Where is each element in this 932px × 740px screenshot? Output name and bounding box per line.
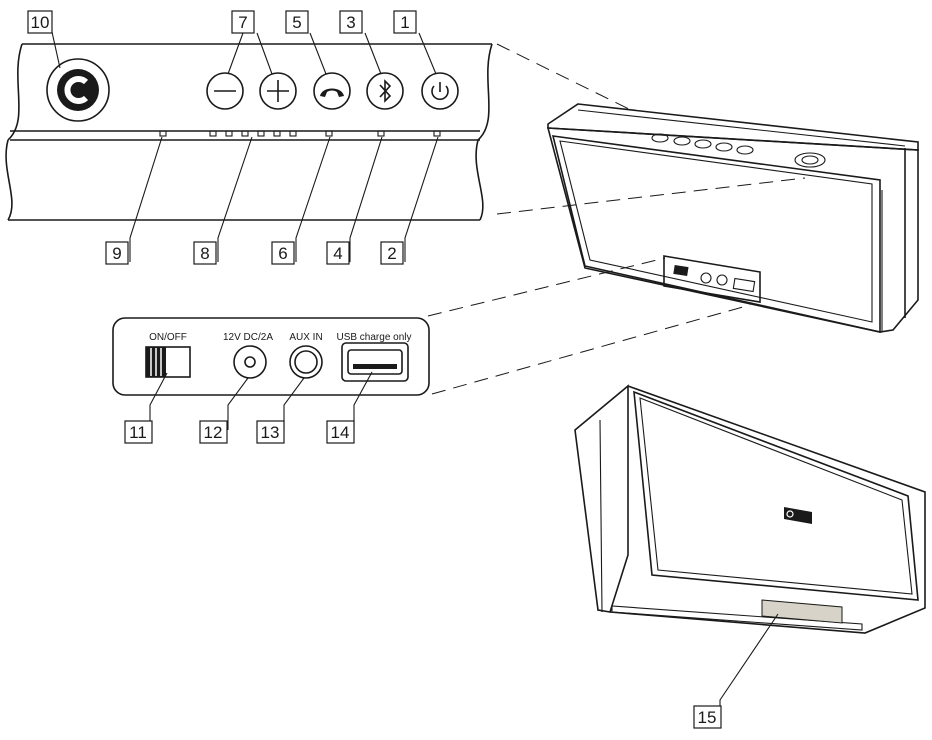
rear-panel-closeup: ON/OFF 12V DC/2A AUX IN USB charge only <box>112 317 430 396</box>
callout-9: 9 <box>105 241 129 265</box>
top-panel-closeup <box>5 43 493 221</box>
svg-text:11: 11 <box>129 423 147 442</box>
on-off-label: ON/OFF <box>149 332 187 343</box>
aux-jack[interactable] <box>289 345 323 379</box>
callout-8: 8 <box>193 241 217 265</box>
bottom-pad <box>761 599 843 624</box>
svg-text:15: 15 <box>698 708 717 727</box>
svg-text:14: 14 <box>331 423 350 442</box>
phone-icon <box>320 88 344 97</box>
c-logo-button[interactable] <box>46 58 110 122</box>
dc-in-label: 12V DC/2A <box>223 332 273 343</box>
svg-text:9: 9 <box>112 244 121 263</box>
svg-text:13: 13 <box>261 423 280 442</box>
projection-lines <box>427 43 806 395</box>
brand-logo <box>784 507 812 524</box>
callout-6: 6 <box>271 241 295 265</box>
svg-text:4: 4 <box>333 244 342 263</box>
on-off-switch[interactable] <box>145 346 191 378</box>
callout-13: 13 <box>256 420 285 444</box>
svg-text:5: 5 <box>292 13 301 32</box>
mini-rear-panel <box>663 255 761 303</box>
callout-2: 2 <box>380 241 404 265</box>
aux-in-label: AUX IN <box>289 332 322 343</box>
callout-4: 4 <box>326 241 350 265</box>
svg-text:6: 6 <box>278 244 287 263</box>
speaker-back-view <box>574 384 926 708</box>
callout-11: 11 <box>124 420 153 444</box>
callout-3: 3 <box>339 10 363 34</box>
callout-10: 10 <box>27 10 53 34</box>
speaker-front-view <box>546 103 919 333</box>
power-button[interactable] <box>421 72 459 110</box>
indicator-ticks <box>159 130 441 137</box>
bluetooth-icon <box>379 79 392 103</box>
callout-1: 1 <box>393 10 417 34</box>
c-logo-icon <box>57 69 99 111</box>
usb-label: USB charge only <box>336 332 411 343</box>
volume-up-button[interactable] <box>259 72 297 110</box>
mini-top-buttons <box>651 133 826 168</box>
svg-text:1: 1 <box>400 13 409 32</box>
svg-text:10: 10 <box>31 13 50 32</box>
top-leaders <box>51 31 439 262</box>
plus-icon <box>267 80 289 102</box>
volume-down-button[interactable] <box>206 72 244 110</box>
callout-15: 15 <box>693 705 722 729</box>
callout-5: 5 <box>285 10 309 34</box>
svg-text:7: 7 <box>238 13 247 32</box>
svg-text:3: 3 <box>346 13 355 32</box>
svg-text:8: 8 <box>200 244 209 263</box>
svg-text:12: 12 <box>204 423 223 442</box>
usb-port[interactable] <box>341 342 409 382</box>
callout-7: 7 <box>231 10 255 34</box>
phone-button[interactable] <box>313 72 351 110</box>
callout-14: 14 <box>326 420 355 444</box>
power-icon <box>431 82 449 101</box>
callout-12: 12 <box>199 420 228 444</box>
svg-text:2: 2 <box>387 244 396 263</box>
bluetooth-button[interactable] <box>366 72 404 110</box>
dc-jack[interactable] <box>233 345 267 379</box>
